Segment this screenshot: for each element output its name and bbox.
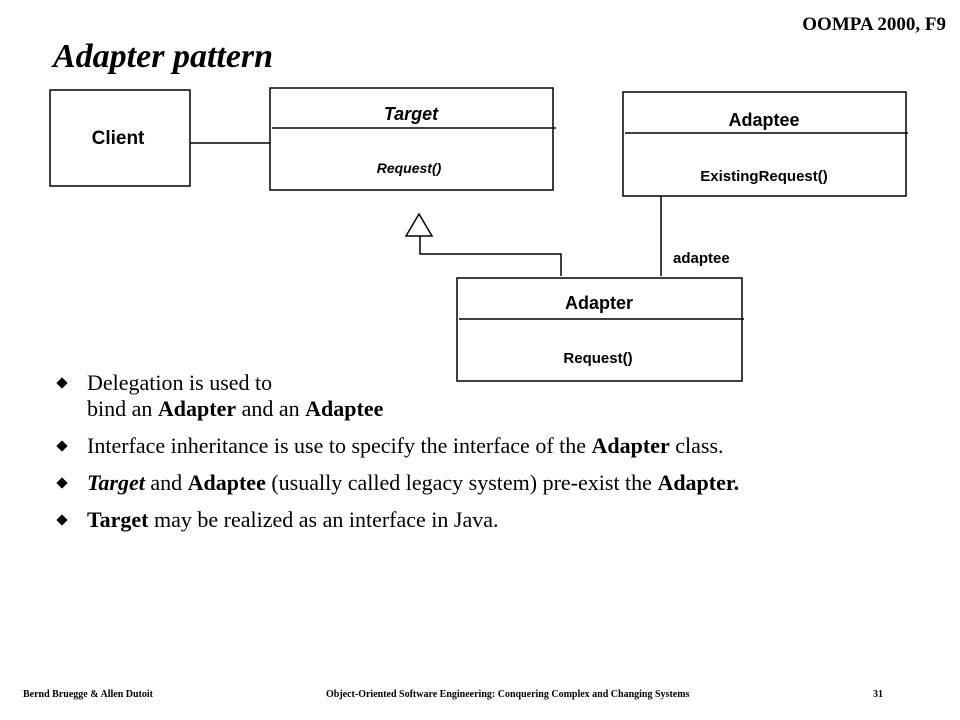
bullet-3-adaptee: Adaptee: [187, 470, 266, 495]
bullet-diamond-icon: [56, 514, 68, 526]
adapter-class-name: Adapter: [565, 293, 633, 313]
bullet-2-adapter: Adapter: [591, 433, 670, 458]
adaptee-operation: ExistingRequest(): [700, 168, 828, 185]
bullet-4-text: may be realized as an interface in Java.: [148, 507, 499, 532]
bullet-1-adaptee: Adaptee: [305, 396, 384, 421]
bullet-diamond-icon: [56, 377, 68, 389]
bullet-3-adapter: Adapter.: [657, 470, 740, 495]
footer-page-number: 31: [873, 689, 883, 700]
bullet-diamond-icon: [56, 477, 68, 489]
bullet-1-text: bind an: [87, 396, 158, 421]
footer-book-title: Object-Oriented Software Engineering: Co…: [326, 689, 690, 700]
adapter-operation: Request(): [563, 350, 632, 367]
adapter-class-diagram: Client Target Request() Adaptee Existing…: [49, 87, 908, 382]
bullet-diamond-icon: [56, 440, 68, 452]
bullet-3-text: (usually called legacy system) pre-exist…: [265, 470, 658, 495]
footer-authors: Bernd Bruegge & Allen Dutoit: [23, 689, 153, 700]
target-class-box: [269, 87, 554, 191]
target-class-name: Target: [384, 104, 439, 124]
bullet-2-text: Interface inheritance is use to specify …: [87, 433, 592, 458]
bullet-4-target: Target: [87, 507, 149, 532]
bullet-2-post: class.: [669, 433, 724, 458]
bullet-1-adapter: Adapter: [157, 396, 237, 421]
bullet-item: Delegation is used to bind an Adapter an…: [56, 370, 739, 422]
association-role-label: adaptee: [673, 250, 730, 267]
inheritance-triangle: [404, 212, 434, 237]
inheritance-line: [419, 236, 562, 276]
adapter-class-box: [456, 277, 743, 382]
adaptee-class-box: [622, 91, 907, 197]
client-class-box: [49, 89, 191, 187]
bullet-item: Target and Adaptee (usually called legac…: [56, 470, 740, 496]
bullet-item: Target may be realized as an interface i…: [56, 507, 739, 533]
bullet-list: Delegation is used to bind an Adapter an…: [56, 370, 740, 544]
course-label: OOMPA 2000, F9: [802, 14, 946, 35]
client-class-name: Client: [92, 128, 145, 149]
bullet-1-and: and an: [236, 396, 306, 421]
target-operation: Request(): [377, 160, 442, 176]
slide-title: Adapter pattern: [53, 38, 274, 75]
adaptee-class-name: Adaptee: [728, 110, 799, 130]
bullet-3-target: Target: [87, 470, 145, 495]
bullet-3-and: and: [144, 470, 188, 495]
bullet-item: Interface inheritance is use to specify …: [56, 433, 739, 459]
bullet-1-line1: Delegation is used to: [87, 370, 273, 395]
